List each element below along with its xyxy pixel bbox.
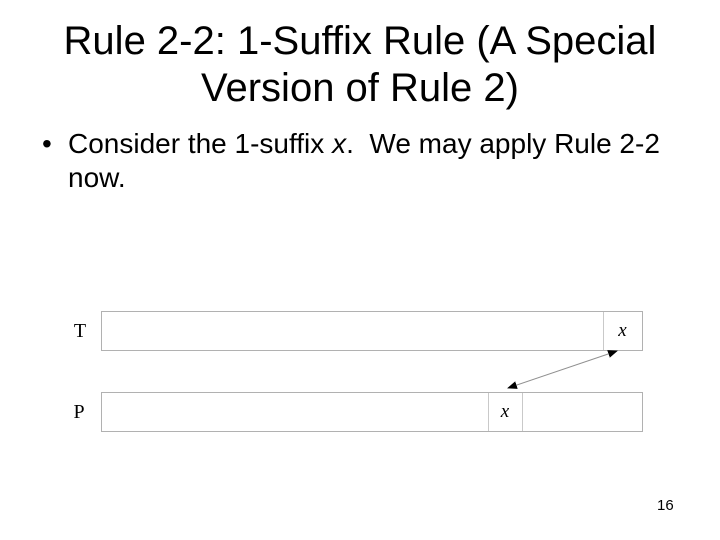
page-number: 16 [657, 497, 674, 514]
t-suffix-cell-label: x [618, 320, 627, 341]
p-x-cell-right-divider [522, 393, 523, 431]
text-row-label: T [73, 320, 87, 342]
bullet-text-pre: Consider the 1-suffix [68, 128, 333, 159]
p-x-cell-label: x [500, 401, 510, 422]
slide-title-line-2: Version of Rule 2) [201, 66, 519, 110]
pattern-row-label: P [73, 401, 85, 423]
bullet-marker: • [42, 128, 52, 159]
slide-title-line-1: Rule 2-2: 1-Suffix Rule (A Special [63, 19, 657, 63]
double-arrow-icon [507, 350, 618, 389]
bullet-text-post: . We may apply Rule 2-2 now. [68, 128, 668, 193]
bullet-text: Consider the 1-suffix x. We may apply Ru… [68, 127, 672, 195]
pattern-string-bar: x [101, 392, 643, 432]
p-x-cell-left-divider [488, 393, 489, 431]
slide-title: Rule 2-2: 1-Suffix Rule (A Special Versi… [0, 18, 720, 112]
bullet-text-variable-x: x [332, 128, 347, 159]
t-suffix-cell-divider [603, 312, 604, 350]
text-string-bar: x [101, 311, 643, 351]
